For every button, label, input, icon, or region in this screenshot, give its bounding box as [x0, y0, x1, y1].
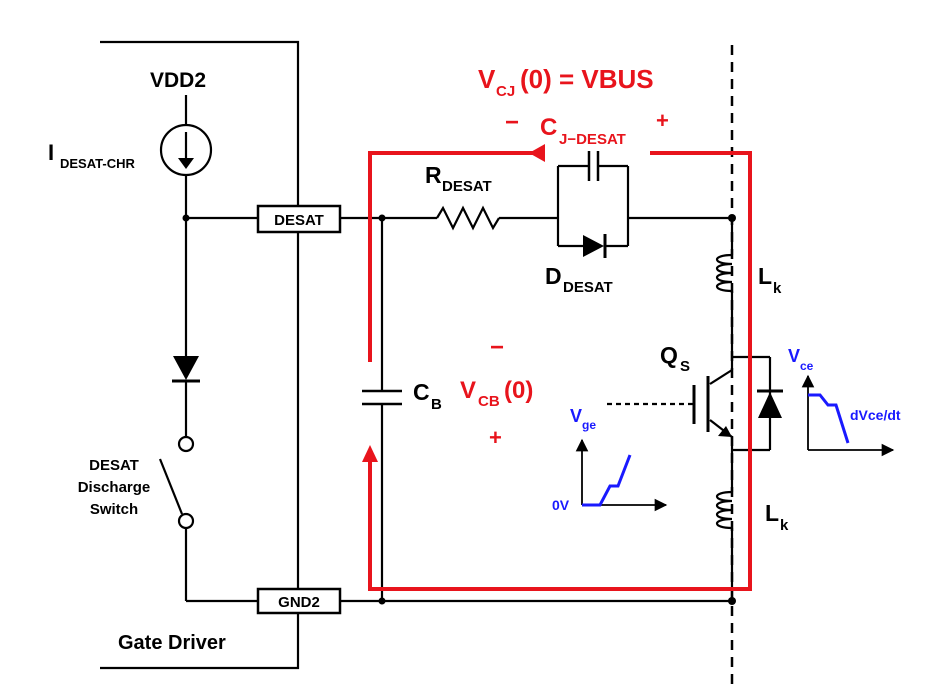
vcj-annotation: V CJ (0) = VBUS — [478, 64, 654, 100]
upper-stray-inductance — [715, 218, 734, 357]
desat-diode-block — [556, 151, 736, 258]
idesat-sub: DESAT-CHR — [60, 156, 135, 171]
lk-lower-label: L k — [765, 500, 789, 534]
vce-sub: ce — [800, 359, 814, 373]
vge-main: V — [570, 406, 582, 426]
vcb-annotation: − V CB (0) + — [460, 334, 533, 450]
cb-label: C B — [413, 379, 442, 413]
desat-pin-label: DESAT — [274, 212, 324, 229]
vce-main: V — [788, 346, 800, 366]
vce-label: V ce — [788, 346, 814, 373]
vcb-sub: CB — [478, 393, 500, 410]
vdd2-label: VDD2 — [150, 69, 206, 92]
gate-driver-boundary — [100, 40, 300, 670]
vcb-minus: − — [490, 334, 504, 361]
lk-upper-label: L k — [758, 263, 782, 297]
lk2-main: L — [765, 500, 779, 526]
vge-label: V ge — [570, 406, 596, 432]
ddesat-label: D DESAT — [545, 263, 613, 296]
vcj-sub: CJ — [496, 83, 515, 100]
red-current-loop — [362, 144, 752, 591]
idesat-main: I — [48, 140, 54, 165]
vce-waveform — [801, 374, 895, 457]
igbt-qs — [607, 355, 783, 452]
vcj-v: V — [478, 64, 496, 94]
gnd2-wiring — [186, 587, 736, 615]
rdesat-label: R DESAT — [425, 162, 492, 195]
idesat-label: I DESAT-CHR — [48, 140, 135, 171]
lower-stray-inductance — [715, 450, 734, 601]
lk1-sub: k — [773, 280, 782, 297]
cb-sub: B — [431, 396, 442, 413]
vge-sub: ge — [582, 418, 596, 432]
cb-main: C — [413, 379, 430, 405]
rdesat-sub: DESAT — [442, 178, 492, 195]
lk1-main: L — [758, 263, 772, 289]
cj-plus: + — [656, 108, 669, 133]
qs-sub: S — [680, 358, 690, 375]
ddesat-sub: DESAT — [563, 279, 613, 296]
cj-desat-annotation: − C J−DESAT + — [505, 108, 669, 148]
qs-main: Q — [660, 342, 678, 368]
rdesat-main: R — [425, 162, 442, 188]
desat-node-wiring — [182, 204, 437, 356]
internal-blocking-diode — [172, 356, 200, 436]
vge-zero-label: 0V — [552, 497, 570, 513]
vcb-plus: + — [489, 425, 502, 450]
discharge-switch — [158, 435, 195, 601]
switch-label-line2: Discharge — [78, 479, 151, 496]
vcb-rest: (0) — [504, 377, 533, 404]
gnd2-pin-label: GND2 — [278, 594, 320, 611]
cj-sub: J−DESAT — [559, 131, 626, 148]
switch-label-line1: DESAT — [89, 457, 139, 474]
switch-label-line3: Switch — [90, 501, 138, 518]
qs-label: Q S — [660, 342, 690, 375]
vcj-rest: (0) = VBUS — [520, 64, 654, 94]
vge-waveform — [575, 438, 668, 512]
blanking-capacitor — [362, 218, 402, 601]
cj-minus: − — [505, 109, 519, 136]
desat-resistor — [436, 205, 558, 231]
gate-driver-label: Gate Driver — [118, 632, 226, 654]
ddesat-main: D — [545, 263, 562, 289]
cj-main: C — [540, 114, 557, 141]
vcb-v: V — [460, 377, 476, 404]
current-source — [159, 95, 213, 218]
lk2-sub: k — [780, 517, 789, 534]
vce-slope-label: dVce/dt — [850, 407, 901, 423]
